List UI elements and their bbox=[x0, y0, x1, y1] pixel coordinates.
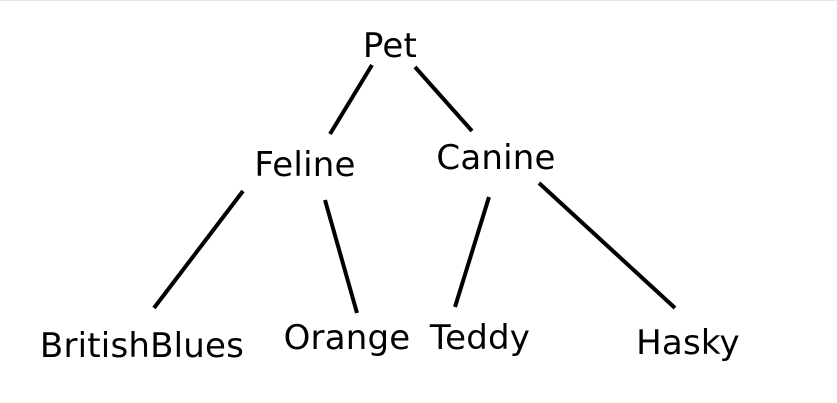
node-orange: Orange bbox=[283, 318, 411, 358]
edge-feline-britishblues bbox=[152, 189, 245, 310]
node-canine: Canine bbox=[436, 138, 556, 178]
node-teddy: Teddy bbox=[429, 318, 531, 358]
node-britishblues: BritishBlues bbox=[39, 326, 245, 366]
node-pet: Pet bbox=[362, 26, 418, 66]
node-hasky: Hasky bbox=[636, 323, 740, 363]
edge-canine-teddy bbox=[453, 196, 491, 308]
edge-canine-hasky bbox=[537, 181, 677, 310]
edge-pet-canine bbox=[413, 65, 474, 133]
node-feline: Feline bbox=[254, 145, 356, 185]
edge-feline-orange bbox=[323, 199, 359, 314]
edge-pet-feline bbox=[328, 63, 374, 136]
